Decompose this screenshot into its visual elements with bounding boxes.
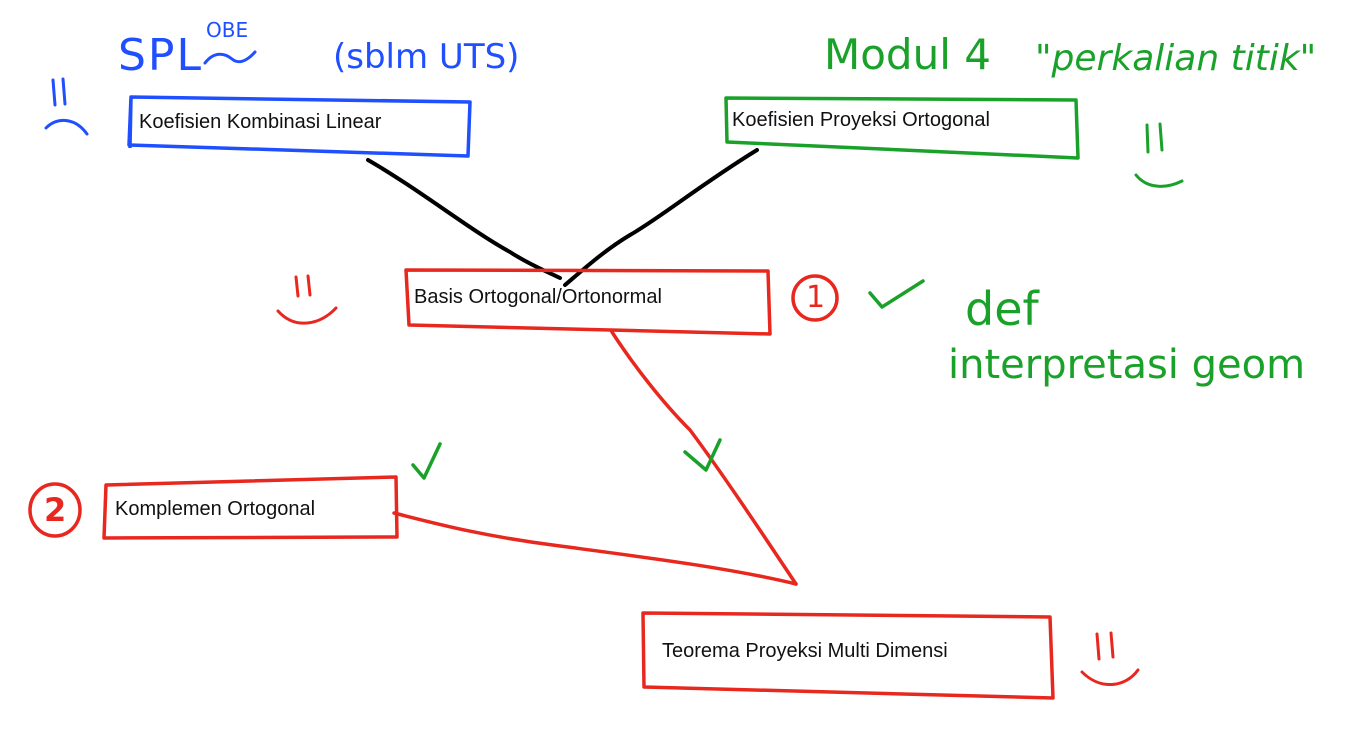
- connector-komplemen-to-teorema: [392, 511, 798, 586]
- box-basis-border: [404, 268, 772, 336]
- box-kombinasi-border: [127, 95, 472, 158]
- smiley-teorema: [1080, 631, 1140, 686]
- circle-number-2: [28, 482, 82, 538]
- node-basis-ortogonal: Basis Ortogonal/Ortonormal: [414, 286, 662, 308]
- checkmark-komplemen: [411, 442, 442, 480]
- annotation-obe: OBE: [206, 18, 249, 42]
- node-teorema-proyeksi: Teorema Proyeksi Multi Dimensi: [662, 640, 948, 662]
- box-teorema-border: [641, 611, 1055, 700]
- connector-basis-to-teorema: [610, 330, 798, 586]
- annotation-number-2: 2: [44, 491, 67, 529]
- annotation-spl: SPL: [118, 30, 203, 81]
- checkmark-connector: [683, 438, 722, 472]
- smiley-basis: [276, 274, 338, 325]
- box-proyeksi-border: [724, 96, 1080, 160]
- circle-number-1: [791, 274, 839, 322]
- annotation-number-1: 1: [806, 280, 826, 315]
- smiley-proyeksi: [1134, 122, 1184, 188]
- connector-kombinasi-to-basis: [366, 158, 562, 280]
- node-komplemen-ortogonal: Komplemen Ortogonal: [115, 498, 316, 520]
- annotation-def: def: [965, 282, 1039, 336]
- box-komplemen-border: [102, 475, 399, 540]
- checkmark-basis: [868, 279, 925, 309]
- obe-tilde-mark: [203, 50, 257, 65]
- annotation-modul-4: Modul 4: [824, 30, 991, 79]
- node-koefisien-kombinasi-linear: Koefisien Kombinasi Linear: [139, 111, 382, 133]
- annotation-sblm-uts: (sblm UTS): [333, 37, 520, 77]
- smiley-kombinasi: [44, 77, 89, 136]
- annotation-perkalian-titik: "perkalian titik": [1035, 38, 1317, 79]
- connector-proyeksi-to-basis: [563, 148, 759, 287]
- annotation-interpretasi-geom: interpretasi geom: [948, 342, 1306, 388]
- node-koefisien-proyeksi-ortogonal: Koefisien Proyeksi Ortogonal: [732, 109, 990, 131]
